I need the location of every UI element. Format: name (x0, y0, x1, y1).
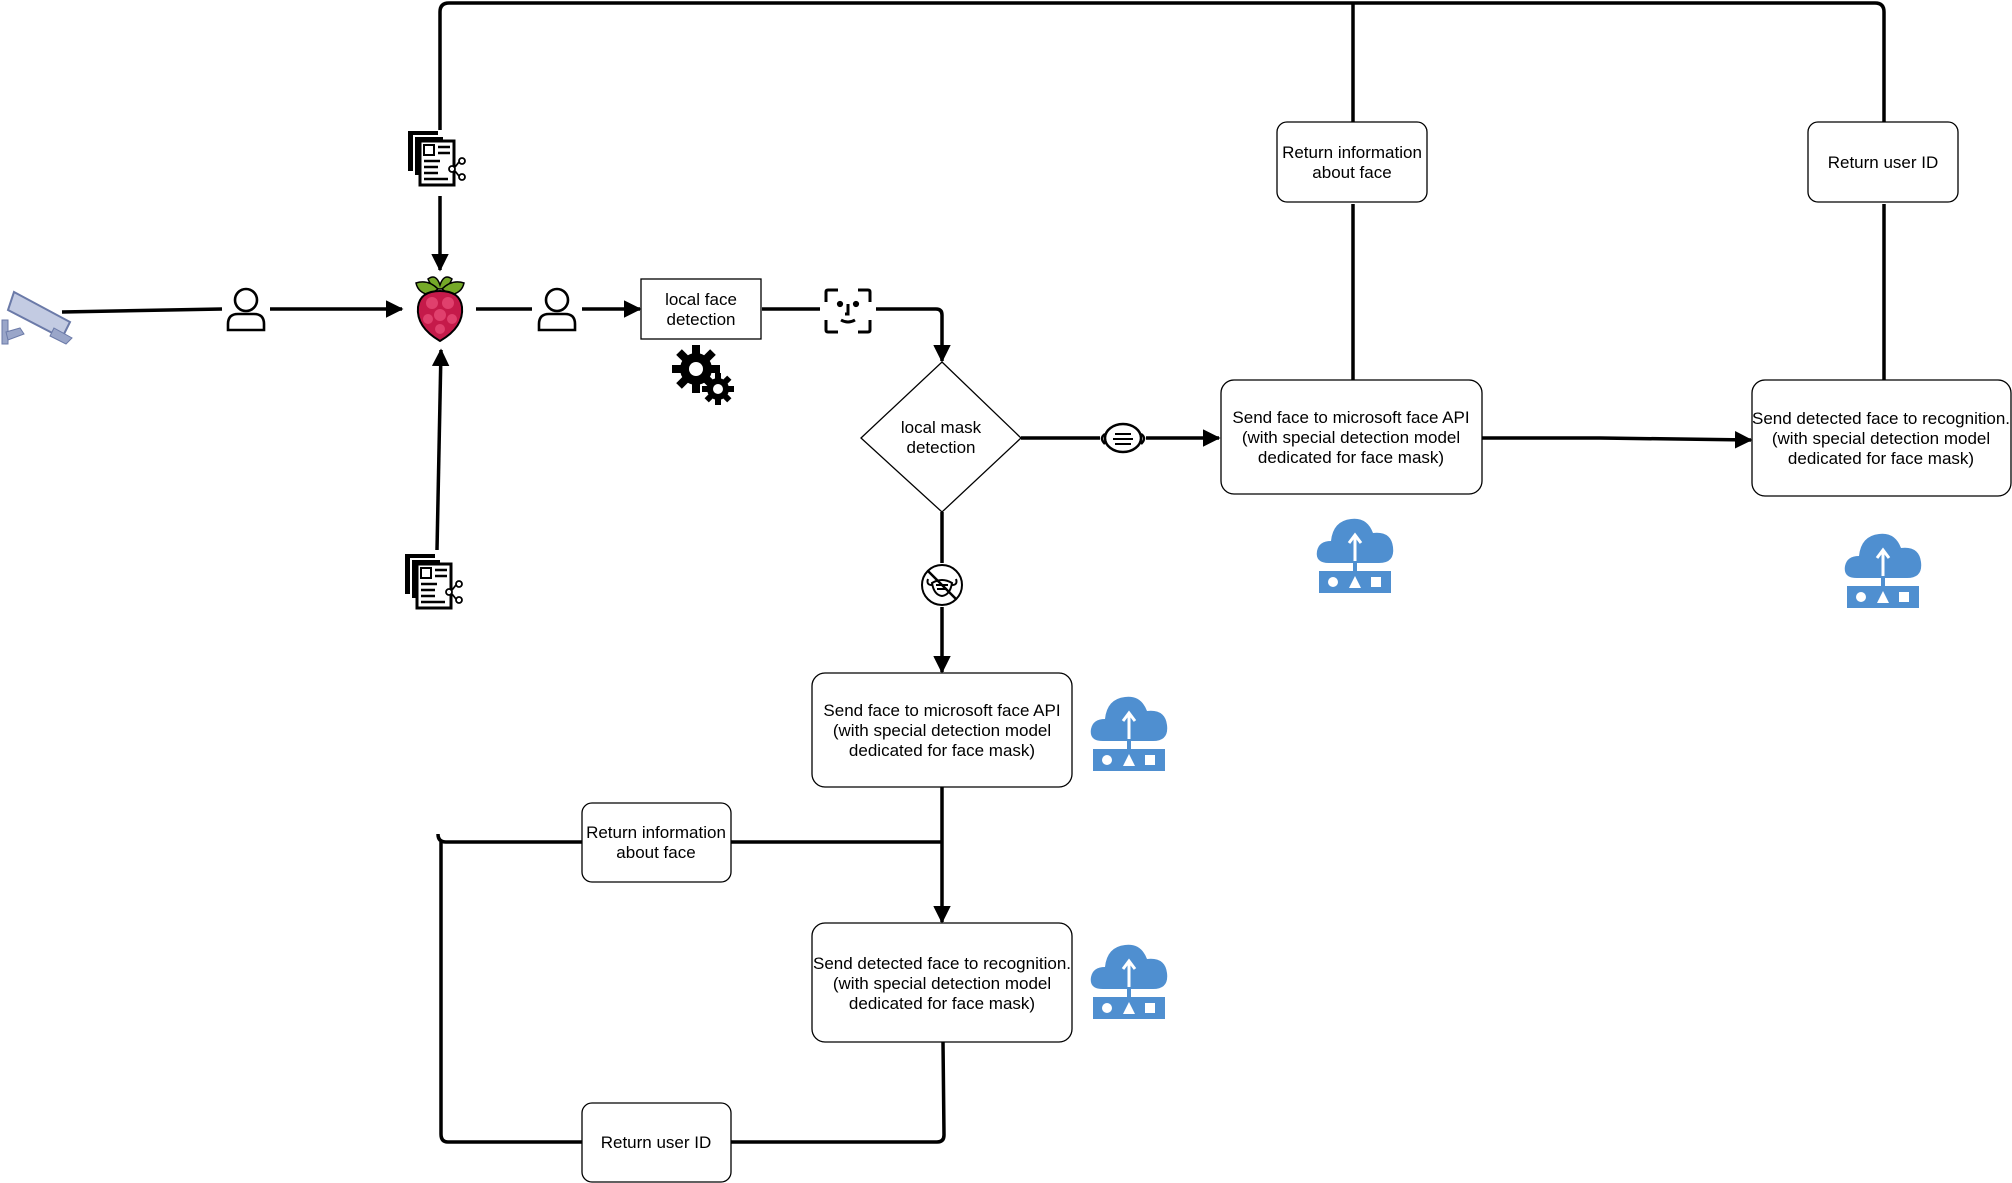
svg-text:Send face to microsoft face AP: Send face to microsoft face API (823, 701, 1060, 720)
svg-text:Return information: Return information (586, 823, 726, 842)
send-recognition-bottom-box: Send detected face to recognition. (with… (811, 922, 1073, 1043)
edge-returnid-bottom-left (439, 842, 582, 1144)
node-label-line: dedicated for face mask) (849, 741, 1035, 760)
svg-text:local face: local face (665, 290, 737, 309)
svg-text:Return user ID: Return user ID (601, 1133, 712, 1152)
svg-text:detection: detection (667, 310, 736, 329)
node-label-line: (with special detection model (833, 974, 1051, 993)
svg-text:(with special detection model: (with special detection model (1772, 429, 1990, 448)
svg-text:Return information: Return information (1282, 143, 1422, 162)
svg-text:Send detected face to recognit: Send detected face to recognition. (1752, 409, 2010, 428)
node-label-line: about face (1312, 163, 1391, 182)
svg-text:dedicated for face mask): dedicated for face mask) (849, 994, 1035, 1013)
svg-text:(with special detection model: (with special detection model (833, 974, 1051, 993)
gears-icon (672, 345, 734, 405)
svg-text:dedicated for face mask): dedicated for face mask) (1258, 448, 1444, 467)
person-icon (537, 287, 577, 332)
local-mask-detection-diamond: local mask detection (860, 361, 1022, 513)
node-label-line: detection (907, 438, 976, 457)
edge-returninfo-bottom-left (436, 833, 582, 844)
node-label-line: Send detected face to recognition. (1752, 409, 2010, 428)
cloud-service-icon (1090, 696, 1168, 771)
node-label-line: (with special detection model (1242, 428, 1460, 447)
security-camera-icon (1, 290, 73, 345)
shared-document-icon (405, 554, 463, 610)
node-label-line: Send face to microsoft face API (1232, 408, 1469, 427)
send-face-api-top-box: Send face to microsoft face API (with sp… (1220, 379, 1483, 495)
svg-text:local mask: local mask (901, 418, 982, 437)
edges (61, 1, 1886, 1144)
edge-sendrecog-bottom-returnid (731, 1041, 946, 1144)
face-scan-icon (824, 288, 872, 334)
edge-sendapi-sendrecog-top (1482, 431, 1753, 449)
edge-camera-person (61, 307, 223, 314)
return-info-top-box: Return information about face (1276, 121, 1428, 203)
edge-doc-bottom-raspberry (431, 348, 450, 551)
svg-text:Send face to microsoft face AP: Send face to microsoft face API (1232, 408, 1469, 427)
node-label-line: (with special detection model (1772, 429, 1990, 448)
svg-text:dedicated for face mask): dedicated for face mask) (849, 741, 1035, 760)
node-label-line: (with special detection model (833, 721, 1051, 740)
svg-text:(with special detection model: (with special detection model (1242, 428, 1460, 447)
send-face-api-bottom-box: Send face to microsoft face API (with sp… (811, 672, 1073, 788)
return-id-top-box: Return user ID (1807, 121, 1959, 203)
return-info-bottom-box: Return information about face (581, 802, 732, 883)
cloud-service-icon (1090, 944, 1168, 1019)
no-mask-icon (921, 564, 963, 606)
node-label-line: about face (616, 843, 695, 862)
svg-text:detection: detection (907, 438, 976, 457)
node-label-line: dedicated for face mask) (849, 994, 1035, 1013)
send-recognition-top-box: Send detected face to recognition. (with… (1751, 379, 2012, 497)
node-label-line: local mask (901, 418, 982, 437)
local-face-detection-box: local face detection (640, 278, 762, 340)
node-label-line: local face (665, 290, 737, 309)
face-mask-icon (1100, 422, 1146, 454)
node-label-line: dedicated for face mask) (1788, 449, 1974, 468)
cloud-service-icon (1844, 533, 1922, 608)
svg-text:dedicated for face mask): dedicated for face mask) (1788, 449, 1974, 468)
svg-text:about face: about face (1312, 163, 1391, 182)
node-label-line: detection (667, 310, 736, 329)
node-label-line: Return user ID (601, 1133, 712, 1152)
shared-document-icon (408, 131, 466, 187)
edge-top-loop (438, 1, 1886, 382)
node-label-line: Send detected face to recognition. (813, 954, 1071, 973)
svg-text:(with special detection model: (with special detection model (833, 721, 1051, 740)
cloud-service-icon (1316, 518, 1394, 593)
node-label-line: Return information (586, 823, 726, 842)
node-label-line: dedicated for face mask) (1258, 448, 1444, 467)
edge-scan-maskdiamond (876, 307, 951, 363)
svg-text:Return user ID: Return user ID (1828, 153, 1939, 172)
node-label-line: Send face to microsoft face API (823, 701, 1060, 720)
return-id-bottom-box: Return user ID (581, 1102, 732, 1183)
svg-text:Send detected face to recognit: Send detected face to recognition. (813, 954, 1071, 973)
raspberry-pi-icon (415, 276, 465, 343)
node-label-line: Return user ID (1828, 153, 1939, 172)
person-icon (226, 287, 266, 332)
node-label-line: Return information (1282, 143, 1422, 162)
svg-text:about face: about face (616, 843, 695, 862)
